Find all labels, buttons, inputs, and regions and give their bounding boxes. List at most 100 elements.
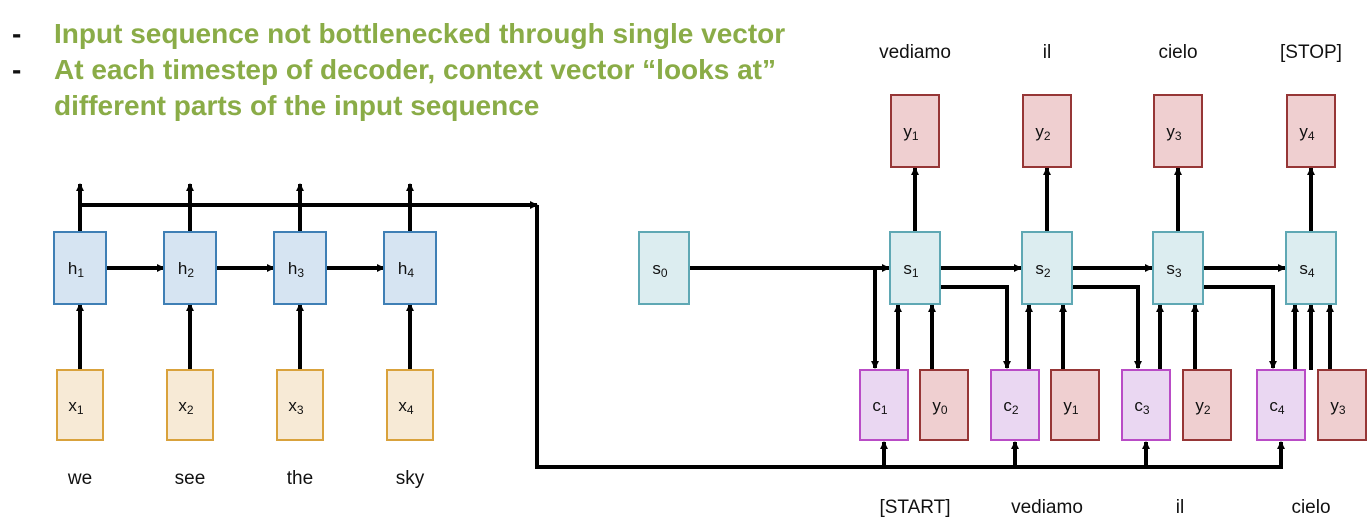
decoder-output: y2: [1022, 94, 1072, 168]
label-base: h: [68, 259, 77, 278]
encoder-input: x2: [166, 369, 214, 441]
edge-state-to-next-context: [941, 285, 1011, 369]
encoder-input-label: x3: [288, 396, 304, 417]
decoder-output-label: y1: [903, 122, 919, 143]
target-input-word: vediamo: [1011, 497, 1083, 518]
label-base: y: [1035, 122, 1044, 141]
decoder-prev-output: y0: [919, 369, 969, 441]
label-subscript: 4: [407, 403, 414, 417]
label-subscript: 0: [941, 403, 948, 417]
label-base: s: [1035, 259, 1044, 278]
target-output-word: cielo: [1158, 42, 1197, 63]
context-vector: c3: [1121, 369, 1171, 441]
edge-encoder-bus-bottom: [535, 205, 1283, 469]
bullet-item: - At each timestep of decoder, context v…: [12, 52, 785, 88]
label-subscript: 3: [1175, 266, 1182, 280]
decoder-state: s2: [1021, 231, 1073, 305]
label-subscript: 1: [881, 403, 888, 417]
bullet-text: Input sequence not bottlenecked through …: [54, 18, 786, 49]
label-base: c: [1134, 396, 1143, 415]
encoder-hidden-state: h2: [163, 231, 217, 305]
label-subscript: 4: [1278, 403, 1285, 417]
bullet-list: - Input sequence not bottlenecked throug…: [12, 16, 785, 124]
decoder-state: s3: [1152, 231, 1204, 305]
context-vector-rect: [1121, 369, 1171, 441]
target-input-word: il: [1176, 497, 1184, 518]
decoder-output: y4: [1286, 94, 1336, 168]
decoder-prev-output: y3: [1317, 369, 1367, 441]
encoder-hidden-state-rect: [273, 231, 327, 305]
decoder-output-rect: [890, 94, 940, 168]
label-subscript: 3: [297, 266, 304, 280]
decoder-state-rect: [1021, 231, 1073, 305]
label-base: x: [178, 396, 187, 415]
context-vector-label: c1: [872, 396, 888, 417]
label-subscript: 3: [297, 403, 304, 417]
target-output-word: [STOP]: [1280, 42, 1342, 63]
decoder-state: s1: [889, 231, 941, 305]
encoder-hidden-state: h3: [273, 231, 327, 305]
encoder-hidden-state-label: h2: [178, 259, 194, 280]
encoder-input-rect: [276, 369, 324, 441]
decoder-output-rect: [1153, 94, 1203, 168]
encoder-hidden-state-label: h4: [398, 259, 414, 280]
decoder-initial-state-label: s0: [652, 259, 668, 280]
target-output-word: il: [1043, 42, 1051, 63]
edge-state-to-next-context: [1073, 285, 1142, 369]
label-base: y: [1195, 396, 1204, 415]
context-vector-label: c2: [1003, 396, 1019, 417]
encoder-hidden-state-label: h1: [68, 259, 84, 280]
encoder-input-label: x4: [398, 396, 414, 417]
context-vector-label: c3: [1134, 396, 1150, 417]
bullet-marker: -: [12, 54, 22, 85]
encoder-hidden-state: h1: [53, 231, 107, 305]
decoder-state-label: s4: [1299, 259, 1315, 280]
label-subscript: 2: [1044, 129, 1051, 143]
label-base: x: [288, 396, 297, 415]
label-subscript: 2: [187, 266, 194, 280]
decoder-prev-output-label: y3: [1330, 396, 1346, 417]
encoder-input-label: x2: [178, 396, 194, 417]
context-vector-rect: [990, 369, 1040, 441]
label-base: c: [1269, 396, 1278, 415]
encoder-hidden-state-rect: [53, 231, 107, 305]
label-subscript: 2: [187, 403, 194, 417]
encoder-input: x3: [276, 369, 324, 441]
label-base: y: [1330, 396, 1339, 415]
decoder-output: y3: [1153, 94, 1203, 168]
label-subscript: 4: [407, 266, 414, 280]
decoder-output: y1: [890, 94, 940, 168]
label-subscript: 1: [77, 403, 84, 417]
decoder-state-rect: [1285, 231, 1337, 305]
context-vector-rect: [1256, 369, 1306, 441]
label-base: y: [932, 396, 941, 415]
source-word: see: [175, 468, 206, 489]
source-word: we: [67, 468, 92, 489]
label-subscript: 1: [912, 129, 919, 143]
encoder-input-rect: [166, 369, 214, 441]
decoder-state-rect: [1152, 231, 1204, 305]
decoder-output-label: y2: [1035, 122, 1051, 143]
label-subscript: 4: [1308, 266, 1315, 280]
label-base: y: [1166, 122, 1175, 141]
label-base: y: [903, 122, 912, 141]
context-vector-rect: [859, 369, 909, 441]
encoder-input-label: x1: [68, 396, 84, 417]
context-vector: c1: [859, 369, 909, 441]
label-base: h: [178, 259, 187, 278]
decoder-prev-output-rect: [1050, 369, 1100, 441]
encoder-input: x1: [56, 369, 104, 441]
source-word: sky: [396, 468, 425, 489]
encoder-input: x4: [386, 369, 434, 441]
label-subscript: 1: [912, 266, 919, 280]
label-subscript: 1: [77, 266, 84, 280]
context-vector-label: c4: [1269, 396, 1285, 417]
label-base: c: [872, 396, 881, 415]
decoder-prev-output-rect: [919, 369, 969, 441]
decoder-output-rect: [1286, 94, 1336, 168]
decoder-state-label: s2: [1035, 259, 1051, 280]
decoder-prev-output-rect: [1182, 369, 1232, 441]
bullet-marker: -: [12, 18, 22, 49]
decoder-state-label: s3: [1166, 259, 1182, 280]
